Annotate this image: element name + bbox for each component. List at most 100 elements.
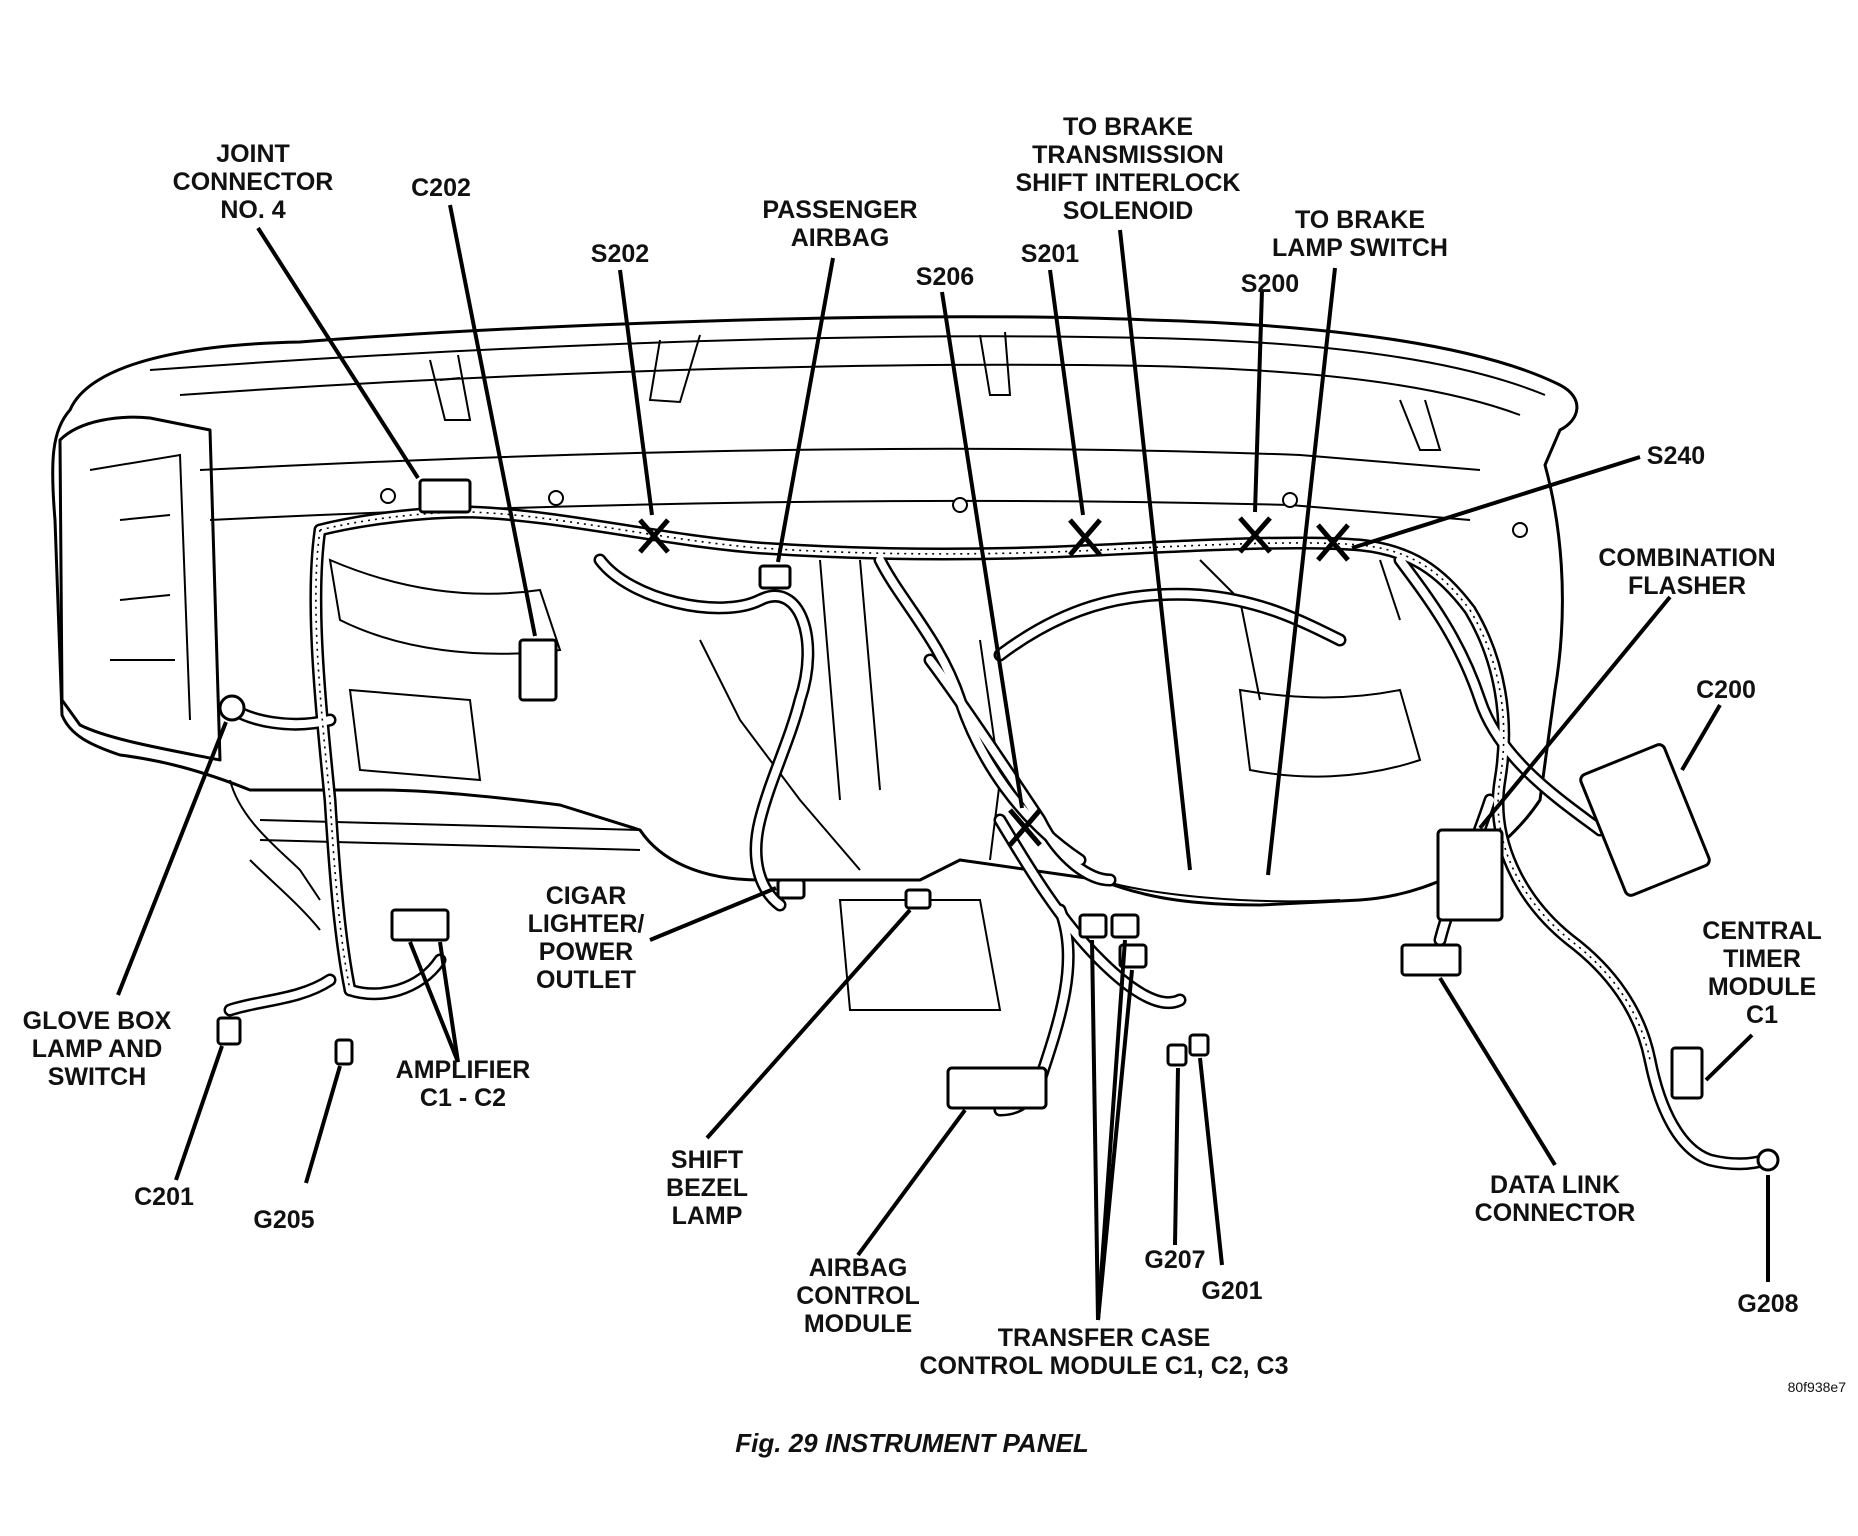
figure-caption: Fig. 29 INSTRUMENT PANEL: [735, 1428, 1088, 1458]
g207-ground-lug: [1166, 1043, 1188, 1067]
label-s202: S202: [591, 240, 649, 268]
leader-c202: [448, 204, 537, 637]
leader-passenger-airbag: [776, 257, 835, 563]
leader-central-timer-module-c1: [1704, 1033, 1754, 1082]
top-bracket-center: [979, 331, 1012, 396]
central-timer-module-c1-body: [1670, 1046, 1704, 1100]
label-c202: C202: [411, 174, 471, 202]
cross-car-beam-upper: [199, 447, 1481, 471]
label-c201: C201: [134, 1183, 194, 1211]
right-lower-trim: [1099, 879, 1341, 903]
leader-s202: [618, 269, 654, 516]
glove-box-lamp-connector-body: [218, 694, 246, 722]
leader-airbag-control-module: [856, 1108, 967, 1257]
mounting-bolts: [380, 488, 1528, 538]
airbag-control-module-connector-body: [946, 1066, 1048, 1110]
leader-amplifier-c2: [438, 941, 460, 1063]
label-g201: G201: [1201, 1277, 1262, 1305]
joint-connector-no4-body: [418, 478, 472, 514]
leader-transfer-case-c3: [1096, 969, 1134, 1321]
label-s200: S200: [1241, 270, 1299, 298]
label-s206: S206: [916, 263, 974, 291]
leader-s240: [1351, 455, 1641, 550]
splice-s202-mark: [638, 518, 670, 554]
data-link-connector-body: [1400, 943, 1462, 977]
left-air-duct: [328, 558, 562, 655]
label-s240: S240: [1647, 442, 1705, 470]
c201-connector-body: [216, 1016, 242, 1046]
center-console-bracket: [838, 899, 1002, 1011]
amplifier-connector-body: [390, 908, 450, 942]
leader-transfer-case-c1: [1090, 939, 1100, 1321]
splice-s200-mark: [1238, 516, 1272, 554]
splice-marks: [638, 516, 1350, 847]
leader-to-brake-lamp-switch: [1266, 267, 1337, 876]
leader-c200: [1680, 703, 1722, 772]
g201-ground-lug: [1188, 1033, 1210, 1057]
leader-joint-connector-no4: [256, 226, 420, 480]
leader-g201: [1198, 1057, 1224, 1266]
g205-ground-lug: [334, 1038, 354, 1066]
figure-code: 80f938e7: [1788, 1379, 1847, 1395]
top-bracket-right: [1399, 399, 1442, 451]
center-support-column: [819, 559, 881, 801]
lower-left-bracket: [229, 779, 321, 931]
leader-shift-bezel-lamp: [705, 908, 912, 1140]
transfer-case-connector-c1: [1078, 913, 1108, 939]
transfer-case-connector-c3: [1118, 943, 1148, 969]
transfer-case-connector-c2: [1110, 913, 1140, 939]
connectors: [216, 478, 1780, 1172]
leader-glove-box-lamp-and-switch: [116, 721, 228, 996]
splice-s201-mark: [1068, 518, 1102, 557]
label-g208: G208: [1737, 1290, 1798, 1318]
leader-to-brake-transmission-shift-interlock-solenoid: [1118, 229, 1192, 871]
top-bracket-left: [429, 354, 472, 421]
lower-support-rod: [259, 819, 641, 851]
splice-s240-mark: [1316, 523, 1350, 562]
label-s201: S201: [1021, 240, 1079, 268]
dashboard-left-end-cap: [58, 415, 222, 762]
combination-flasher-body: [1436, 828, 1504, 922]
leader-g207: [1173, 1067, 1180, 1246]
g208-ground-lug: [1756, 1148, 1780, 1172]
shift-bezel-lamp-connector-body: [904, 888, 932, 910]
label-c200: C200: [1696, 676, 1756, 704]
leader-lines: [116, 204, 1770, 1321]
top-bracket-center-left: [648, 334, 701, 404]
left-air-duct-detail: [348, 688, 482, 782]
c202-connector-body: [518, 638, 558, 702]
cigar-lighter-connector-body: [776, 878, 806, 900]
label-g205: G205: [253, 1206, 314, 1234]
left-end-cap-detail: [89, 453, 191, 721]
leader-cigar-lighter-power-outlet: [649, 886, 777, 942]
leader-amplifier-c1: [408, 941, 460, 1063]
leader-s200: [1253, 289, 1264, 513]
leader-combination-flasher: [1478, 595, 1672, 830]
leader-c201: [174, 1045, 224, 1181]
passenger-airbag-connector-body: [758, 564, 792, 590]
leader-g205: [304, 1065, 342, 1184]
dashboard-top-pad-edge: [149, 335, 1546, 396]
leader-s201: [1048, 269, 1085, 516]
splice-s206-mark: [1008, 808, 1042, 847]
instrument-panel-dashboard-drawing: [51, 315, 1579, 1011]
right-air-duct: [1238, 688, 1422, 778]
label-g207: G207: [1144, 1246, 1205, 1274]
leader-s206: [940, 291, 1024, 809]
c200-connector-body: [1579, 743, 1711, 897]
dashboard-outer-shell: [51, 315, 1579, 907]
